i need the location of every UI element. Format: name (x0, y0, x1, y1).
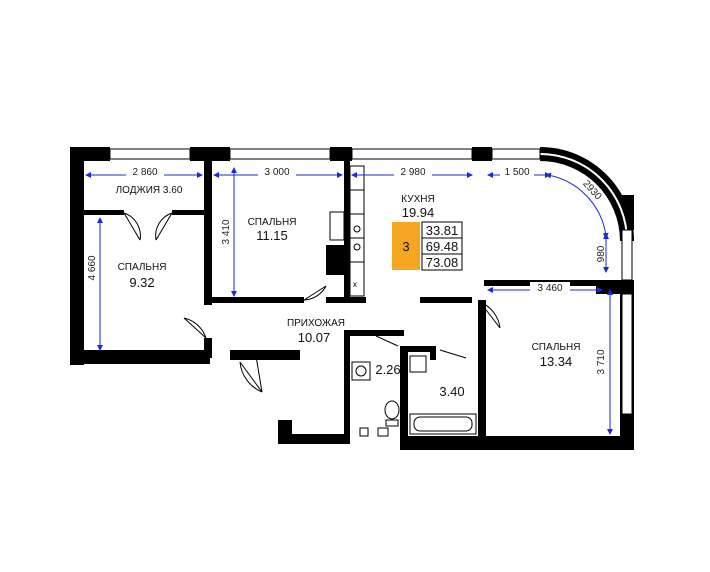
bed1-label: СПАЛЬНЯ (118, 262, 167, 273)
hall-area: 10.07 (298, 330, 331, 345)
dim-bed2-height: 3 410 (221, 219, 232, 244)
dim-top-loggia: 2 860 (132, 167, 157, 178)
dim-right-980: 980 (596, 245, 607, 262)
rooms-count-box (392, 222, 420, 270)
dimension-labels: 2 860 3 000 2 980 1 500 2930 980 3 460 3… (87, 166, 607, 375)
kitchen-label: КУХНЯ (401, 194, 434, 205)
dim-bed3-height: 3 710 (596, 349, 607, 374)
bed2-area: 11.15 (256, 228, 288, 243)
total-with-loggia: 73.08 (426, 255, 459, 270)
fixtures: x (329, 165, 477, 437)
dim-bed3-width: 3 460 (537, 283, 562, 294)
area-badge: 3 33.81 69.48 73.08 (392, 221, 463, 271)
dim-top-kitchen2: 1 500 (504, 167, 529, 178)
dim-top-kitchen: 2 980 (400, 167, 425, 178)
bed2-label: СПАЛЬНЯ (248, 217, 297, 228)
wc-area: 2.26 (375, 362, 400, 377)
svg-text:x: x (353, 280, 357, 289)
bed3-label: СПАЛЬНЯ (532, 342, 581, 353)
kitchen-area: 19.94 (402, 205, 435, 220)
rooms-count: 3 (402, 239, 409, 254)
bath-area: 3.40 (439, 384, 464, 399)
dim-top-bed2: 3 000 (264, 167, 289, 178)
living-area: 33.81 (426, 223, 459, 238)
dim-bed1-height: 4 660 (87, 255, 98, 280)
bed1-area: 9.32 (129, 275, 154, 290)
curved-wall (540, 147, 634, 241)
loggia-label: ЛОДЖИЯ 3.60 (116, 185, 183, 196)
bed3-area: 13.34 (540, 354, 573, 369)
room-labels: ЛОДЖИЯ 3.60 СПАЛЬНЯ 9.32 СПАЛЬНЯ 11.15 К… (116, 185, 581, 399)
doors (123, 212, 501, 393)
total-area: 69.48 (426, 239, 459, 254)
hall-label: ПРИХОЖАЯ (287, 318, 345, 329)
windows (109, 148, 633, 415)
